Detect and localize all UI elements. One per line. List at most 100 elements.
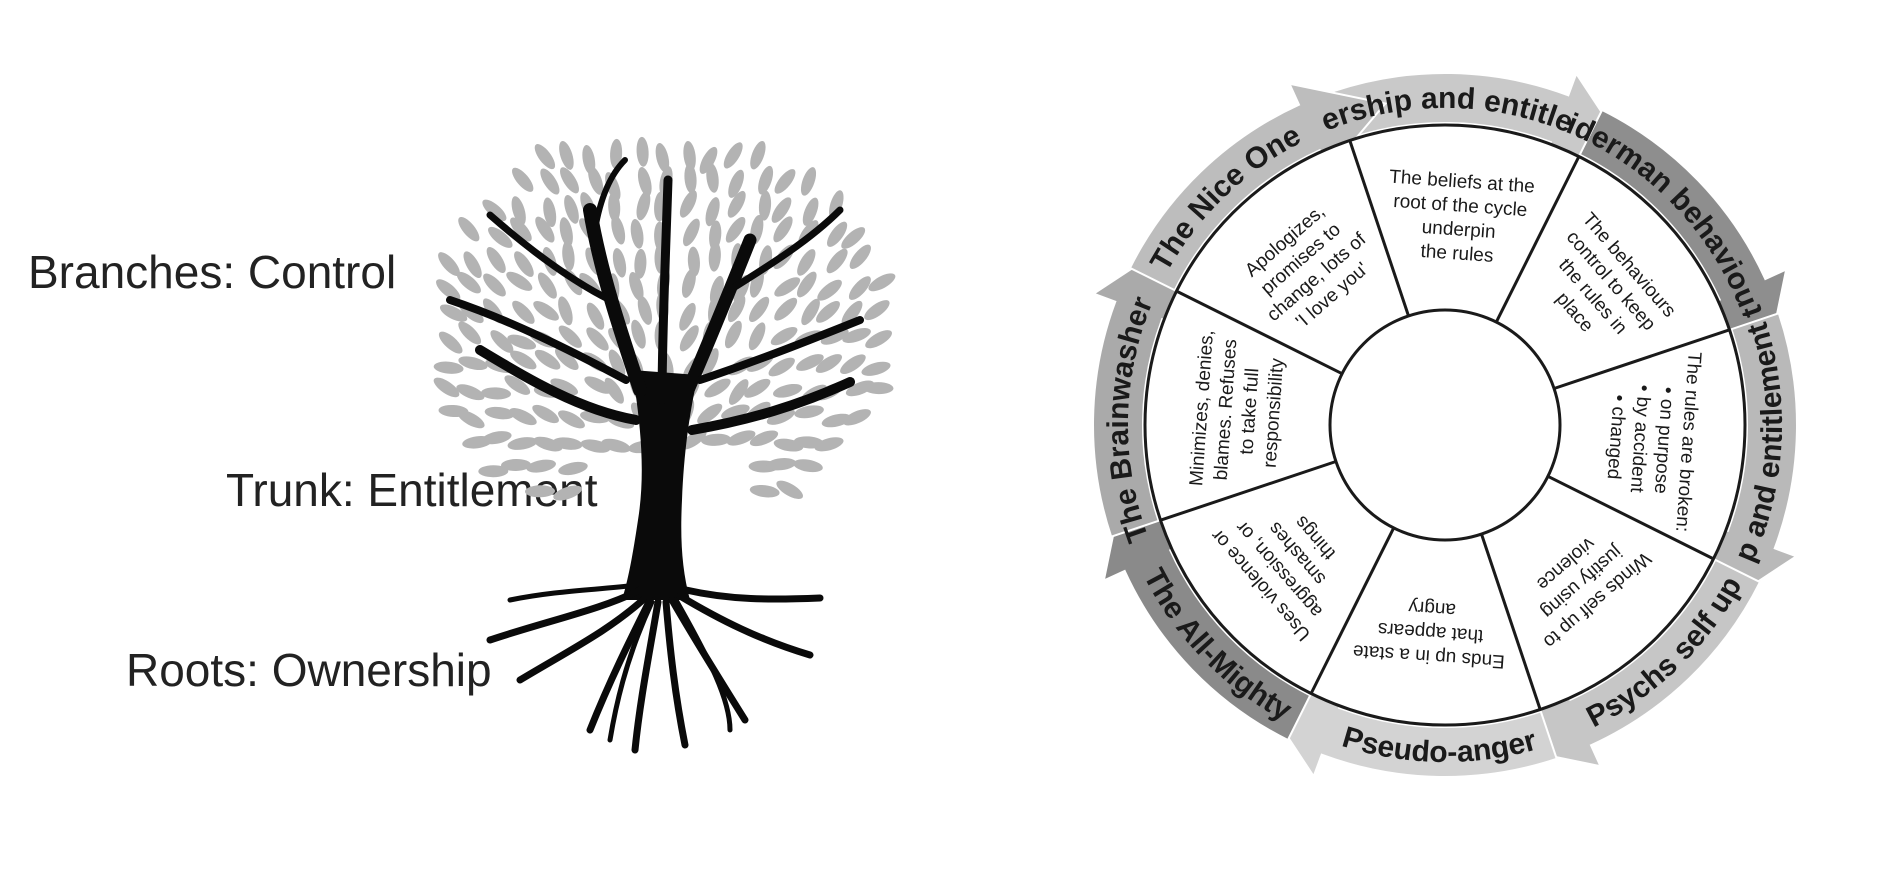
leaf-35 bbox=[771, 197, 792, 223]
leaf-92 bbox=[439, 304, 468, 322]
leaf-163 bbox=[772, 383, 803, 398]
leaf-6 bbox=[683, 140, 696, 171]
leaf-117 bbox=[586, 327, 609, 351]
branch-left-top bbox=[592, 157, 628, 233]
branch-right-up bbox=[726, 206, 844, 294]
leaf-76 bbox=[506, 271, 533, 291]
leaf-111 bbox=[438, 331, 463, 354]
leaf-173 bbox=[558, 410, 585, 429]
leaf-7 bbox=[699, 146, 718, 174]
spoke-1 bbox=[1494, 155, 1581, 323]
leaf-83 bbox=[681, 268, 696, 298]
leaf-72 bbox=[849, 244, 871, 269]
leaf-127 bbox=[820, 328, 849, 345]
leaf-170 bbox=[484, 406, 515, 420]
leaf-0 bbox=[534, 144, 556, 170]
leaf-123 bbox=[724, 320, 742, 349]
leaf-167 bbox=[863, 382, 894, 395]
leaf-198 bbox=[749, 430, 779, 447]
leaf-145 bbox=[796, 354, 824, 371]
leaf-152 bbox=[504, 375, 531, 395]
leaf-183 bbox=[794, 405, 824, 419]
spoke-5 bbox=[1309, 527, 1396, 695]
cycle-arrows bbox=[1091, 71, 1799, 779]
leaf-161 bbox=[728, 379, 749, 405]
leaf-121 bbox=[679, 325, 699, 352]
leaf-172 bbox=[532, 404, 559, 424]
root-10 bbox=[673, 597, 733, 733]
leaf-33 bbox=[727, 190, 746, 218]
leaf-96 bbox=[533, 301, 559, 321]
leaf-148 bbox=[861, 361, 891, 376]
leaf-212 bbox=[776, 480, 804, 499]
leaf-119 bbox=[631, 319, 646, 349]
leaf-95 bbox=[512, 300, 535, 324]
leaf-38 bbox=[458, 216, 480, 242]
leaf-146 bbox=[815, 354, 843, 373]
branch-right-low bbox=[687, 377, 855, 435]
leaf-19 bbox=[728, 169, 744, 198]
leaf-149 bbox=[433, 377, 460, 398]
leaf-3 bbox=[610, 138, 623, 169]
leaf-13 bbox=[588, 166, 604, 195]
segment-0-line-2: underpin bbox=[1421, 217, 1496, 243]
leaf-73 bbox=[436, 279, 461, 301]
leaf-133 bbox=[510, 350, 537, 370]
leaf-137 bbox=[608, 349, 626, 378]
leaf-66 bbox=[708, 241, 721, 272]
leaf-98 bbox=[586, 302, 605, 330]
leaf-112 bbox=[458, 321, 482, 345]
leaf-58 bbox=[514, 251, 534, 277]
leaf-104 bbox=[727, 295, 746, 323]
leaf-129 bbox=[865, 330, 892, 349]
root-6 bbox=[676, 592, 814, 659]
leaf-185 bbox=[843, 409, 871, 426]
root-3 bbox=[631, 598, 662, 754]
leaf-107 bbox=[801, 298, 820, 326]
leaf-20 bbox=[758, 165, 774, 195]
leaf-110 bbox=[864, 300, 890, 321]
leaf-207 bbox=[766, 458, 797, 471]
hub-circle bbox=[1328, 308, 1562, 542]
root-9 bbox=[607, 599, 655, 743]
root-2 bbox=[586, 596, 654, 734]
leaf-53 bbox=[827, 221, 848, 247]
leaf-135 bbox=[554, 347, 579, 371]
spoke-6 bbox=[1160, 460, 1337, 522]
leaf-134 bbox=[534, 349, 561, 370]
leaf-26 bbox=[564, 195, 579, 224]
leaf-62 bbox=[612, 248, 627, 278]
tree-roots bbox=[486, 582, 824, 754]
leaf-144 bbox=[768, 357, 795, 377]
leaf-209 bbox=[525, 485, 555, 498]
leaf-31 bbox=[679, 190, 697, 218]
leaf-47 bbox=[682, 218, 700, 247]
leaf-201 bbox=[814, 437, 844, 452]
segment-4-line-2: angry bbox=[1407, 596, 1456, 620]
segment-0-line-3: the rules bbox=[1420, 241, 1494, 267]
leaf-154 bbox=[550, 378, 579, 396]
leaf-155 bbox=[584, 376, 612, 394]
roots-ownership-label: Roots: Ownership bbox=[126, 644, 492, 696]
leaf-162 bbox=[744, 378, 771, 398]
leaf-49 bbox=[725, 216, 746, 243]
leaf-4 bbox=[636, 136, 649, 167]
leaf-10 bbox=[512, 167, 534, 192]
leaf-205 bbox=[558, 461, 588, 476]
leaf-17 bbox=[684, 163, 697, 194]
leaf-124 bbox=[748, 322, 766, 351]
leaf-204 bbox=[526, 459, 556, 473]
leaf-130 bbox=[433, 361, 464, 374]
branch-right-mid bbox=[696, 316, 864, 384]
leaf-203 bbox=[501, 458, 531, 472]
spoke-2 bbox=[1553, 328, 1730, 390]
leaf-1 bbox=[559, 140, 574, 170]
leaf-54 bbox=[841, 227, 866, 249]
leaf-63 bbox=[634, 248, 647, 279]
leaf-102 bbox=[679, 302, 696, 331]
spoke-0 bbox=[1348, 140, 1410, 317]
leaf-208 bbox=[793, 459, 823, 473]
branch-left-mid bbox=[446, 296, 630, 384]
leaf-169 bbox=[457, 410, 485, 429]
